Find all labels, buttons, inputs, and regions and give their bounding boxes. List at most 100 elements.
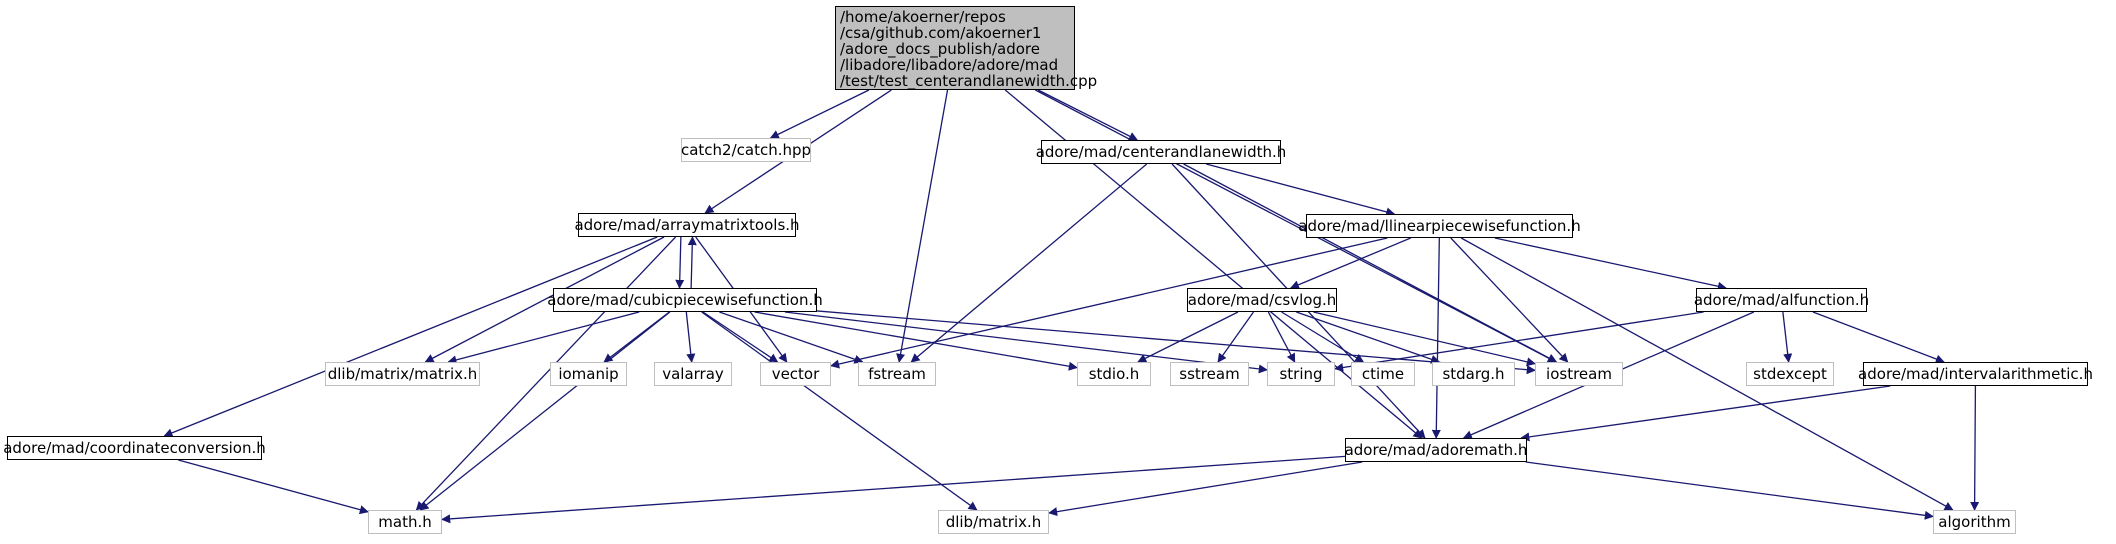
edge-llinear-to-algorithm xyxy=(1460,237,1954,511)
node-vector[interactable]: vector xyxy=(760,362,831,386)
edge-cubic-to-string xyxy=(784,311,1268,374)
edge-cubic-to-dlibm xyxy=(701,311,978,511)
node-label: stdexcept xyxy=(1753,365,1827,383)
root-file-path: /home/akoerner/repos /csa/github.com/ako… xyxy=(840,9,1097,89)
edge-cubic-to-stdio xyxy=(754,311,1078,371)
node-llinearpiecewisefunction[interactable]: adore/mad/llinearpiecewisefunction.h xyxy=(1298,214,1581,238)
edge-adoremath-to-dlibm xyxy=(1048,461,1363,517)
edge-alfunc-to-interval xyxy=(1812,311,1945,364)
edge-adoremath-to-algorithm xyxy=(1525,461,1934,520)
edge-root-to-fstream xyxy=(896,89,949,363)
node-centerandlanewidth[interactable]: adore/mad/centerandlanewidth.h xyxy=(1036,140,1286,164)
node-label: string xyxy=(1279,365,1323,383)
edge-root-to-center xyxy=(1037,89,1139,141)
node-label: fstream xyxy=(868,365,926,383)
edge-arraymat-to-dlibmm xyxy=(424,236,665,363)
root-path-line: /adore_docs_publish/adore xyxy=(840,40,1040,58)
edge-llinear-to-iostream xyxy=(1450,237,1569,363)
node-root-test-file[interactable]: /home/akoerner/repos /csa/github.com/ako… xyxy=(835,6,1097,90)
root-path-line: /home/akoerner/repos xyxy=(840,8,1006,26)
node-label: adore/mad/llinearpiecewisefunction.h xyxy=(1298,217,1581,235)
node-dlib-matrix[interactable]: dlib/matrix.h xyxy=(938,510,1049,534)
edge-cubic-to-vector xyxy=(702,311,779,363)
node-cubicpiecewisefunction[interactable]: adore/mad/cubicpiecewisefunction.h xyxy=(547,288,823,312)
edge-interval-to-algorithm xyxy=(1970,385,1980,511)
edge-csvlog-to-string xyxy=(1267,311,1296,363)
node-catch[interactable]: catch2/catch.hpp xyxy=(681,138,811,162)
edge-llinear-to-adoremath xyxy=(1431,237,1441,439)
edge-arraymat-to-math xyxy=(415,236,677,511)
edge-csvlog-to-sstream xyxy=(1217,311,1255,363)
node-label: adore/mad/adoremath.h xyxy=(1344,441,1528,459)
node-label: adore/mad/csvlog.h xyxy=(1187,291,1337,309)
node-iostream[interactable]: iostream xyxy=(1535,362,1623,386)
edge-center-to-iostream xyxy=(1183,163,1558,363)
node-math[interactable]: math.h xyxy=(368,510,442,534)
node-fstream[interactable]: fstream xyxy=(858,362,936,386)
node-dlib-matrix-matrix[interactable]: dlib/matrix/matrix.h xyxy=(325,362,480,386)
node-label: vector xyxy=(771,365,820,383)
node-sstream[interactable]: sstream xyxy=(1170,362,1249,386)
node-label: dlib/matrix.h xyxy=(945,513,1042,531)
node-intervalarithmetic[interactable]: adore/mad/intervalarithmetic.h xyxy=(1858,362,2093,386)
node-adoremath[interactable]: adore/mad/adoremath.h xyxy=(1345,438,1527,462)
edge-center-to-llinear xyxy=(1205,163,1396,217)
edge-cubic-to-dlibmm xyxy=(447,311,640,365)
edge-alfunc-to-string xyxy=(1334,311,1704,373)
edge-center-to-fstream xyxy=(910,163,1148,363)
node-label: adore/mad/centerandlanewidth.h xyxy=(1035,143,1287,161)
node-label: iostream xyxy=(1546,365,1612,383)
edge-csvlog-to-iostream xyxy=(1313,311,1536,367)
edge-cubic-to-iostream xyxy=(816,310,1536,375)
edge-arraymat-to-cubic xyxy=(675,236,685,289)
node-label: catch2/catch.hpp xyxy=(680,141,812,159)
edge-cubic-to-arraymat xyxy=(687,236,697,289)
edge-root-to-catch xyxy=(769,89,870,139)
edge-alfunc-to-stdexcept xyxy=(1782,311,1793,363)
edge-interval-to-adoremath xyxy=(1520,385,1891,442)
node-label: adore/mad/coordinateconversion.h xyxy=(3,439,266,457)
node-label: valarray xyxy=(662,365,724,383)
edge-arraymat-to-coord xyxy=(163,236,658,438)
node-label: stdio.h xyxy=(1088,365,1140,383)
node-iomanip[interactable]: iomanip xyxy=(550,362,627,386)
node-stdio[interactable]: stdio.h xyxy=(1077,362,1151,386)
node-label: math.h xyxy=(378,513,432,531)
node-ctime[interactable]: ctime xyxy=(1351,362,1415,386)
node-stdarg[interactable]: stdarg.h xyxy=(1432,362,1515,386)
edge-cubic-to-fstream xyxy=(719,311,864,364)
root-path-line: /test/test_centerandlanewidth.cpp xyxy=(840,72,1098,90)
node-arraymatrixtools[interactable]: adore/mad/arraymatrixtools.h xyxy=(574,213,800,237)
node-valarray[interactable]: valarray xyxy=(654,362,732,386)
edge-llinear-to-csvlog xyxy=(1289,237,1411,290)
node-label: adore/mad/intervalarithmetic.h xyxy=(1858,365,2093,383)
node-label: algorithm xyxy=(1938,513,2011,531)
edge-csvlog-to-ctime xyxy=(1281,311,1365,363)
edge-cubic-to-math xyxy=(419,311,671,511)
node-alfunction[interactable]: adore/mad/alfunction.h xyxy=(1693,288,1870,312)
edge-llinear-to-vector xyxy=(830,237,1388,369)
node-label: iomanip xyxy=(558,365,619,383)
root-path-line: /csa/github.com/akoerner1 xyxy=(840,24,1042,42)
node-label: dlib/matrix/matrix.h xyxy=(327,365,478,383)
edge-csvlog-to-stdarg xyxy=(1296,311,1441,364)
root-path-line: /libadore/libadore/adore/mad xyxy=(840,56,1059,74)
edge-coord-to-math xyxy=(178,459,369,515)
node-stdexcept[interactable]: stdexcept xyxy=(1746,362,1834,386)
node-label: adore/mad/arraymatrixtools.h xyxy=(574,216,800,234)
edge-cubic-to-valarray xyxy=(685,311,696,363)
edge-adoremath-to-math xyxy=(441,455,1346,524)
node-label: adore/mad/cubicpiecewisefunction.h xyxy=(547,291,823,309)
edge-csvlog-to-stdio xyxy=(1137,311,1239,363)
node-csvlog[interactable]: adore/mad/csvlog.h xyxy=(1187,288,1337,312)
edge-root-to-iostream xyxy=(1035,89,1557,363)
node-algorithm[interactable]: algorithm xyxy=(1933,510,2016,534)
node-label: sstream xyxy=(1179,365,1240,383)
node-label: adore/mad/alfunction.h xyxy=(1693,291,1870,309)
node-label: stdarg.h xyxy=(1442,365,1505,383)
node-coordinateconversion[interactable]: adore/mad/coordinateconversion.h xyxy=(3,436,266,460)
node-string[interactable]: string xyxy=(1267,362,1335,386)
edge-llinear-to-alfunc xyxy=(1494,237,1727,291)
